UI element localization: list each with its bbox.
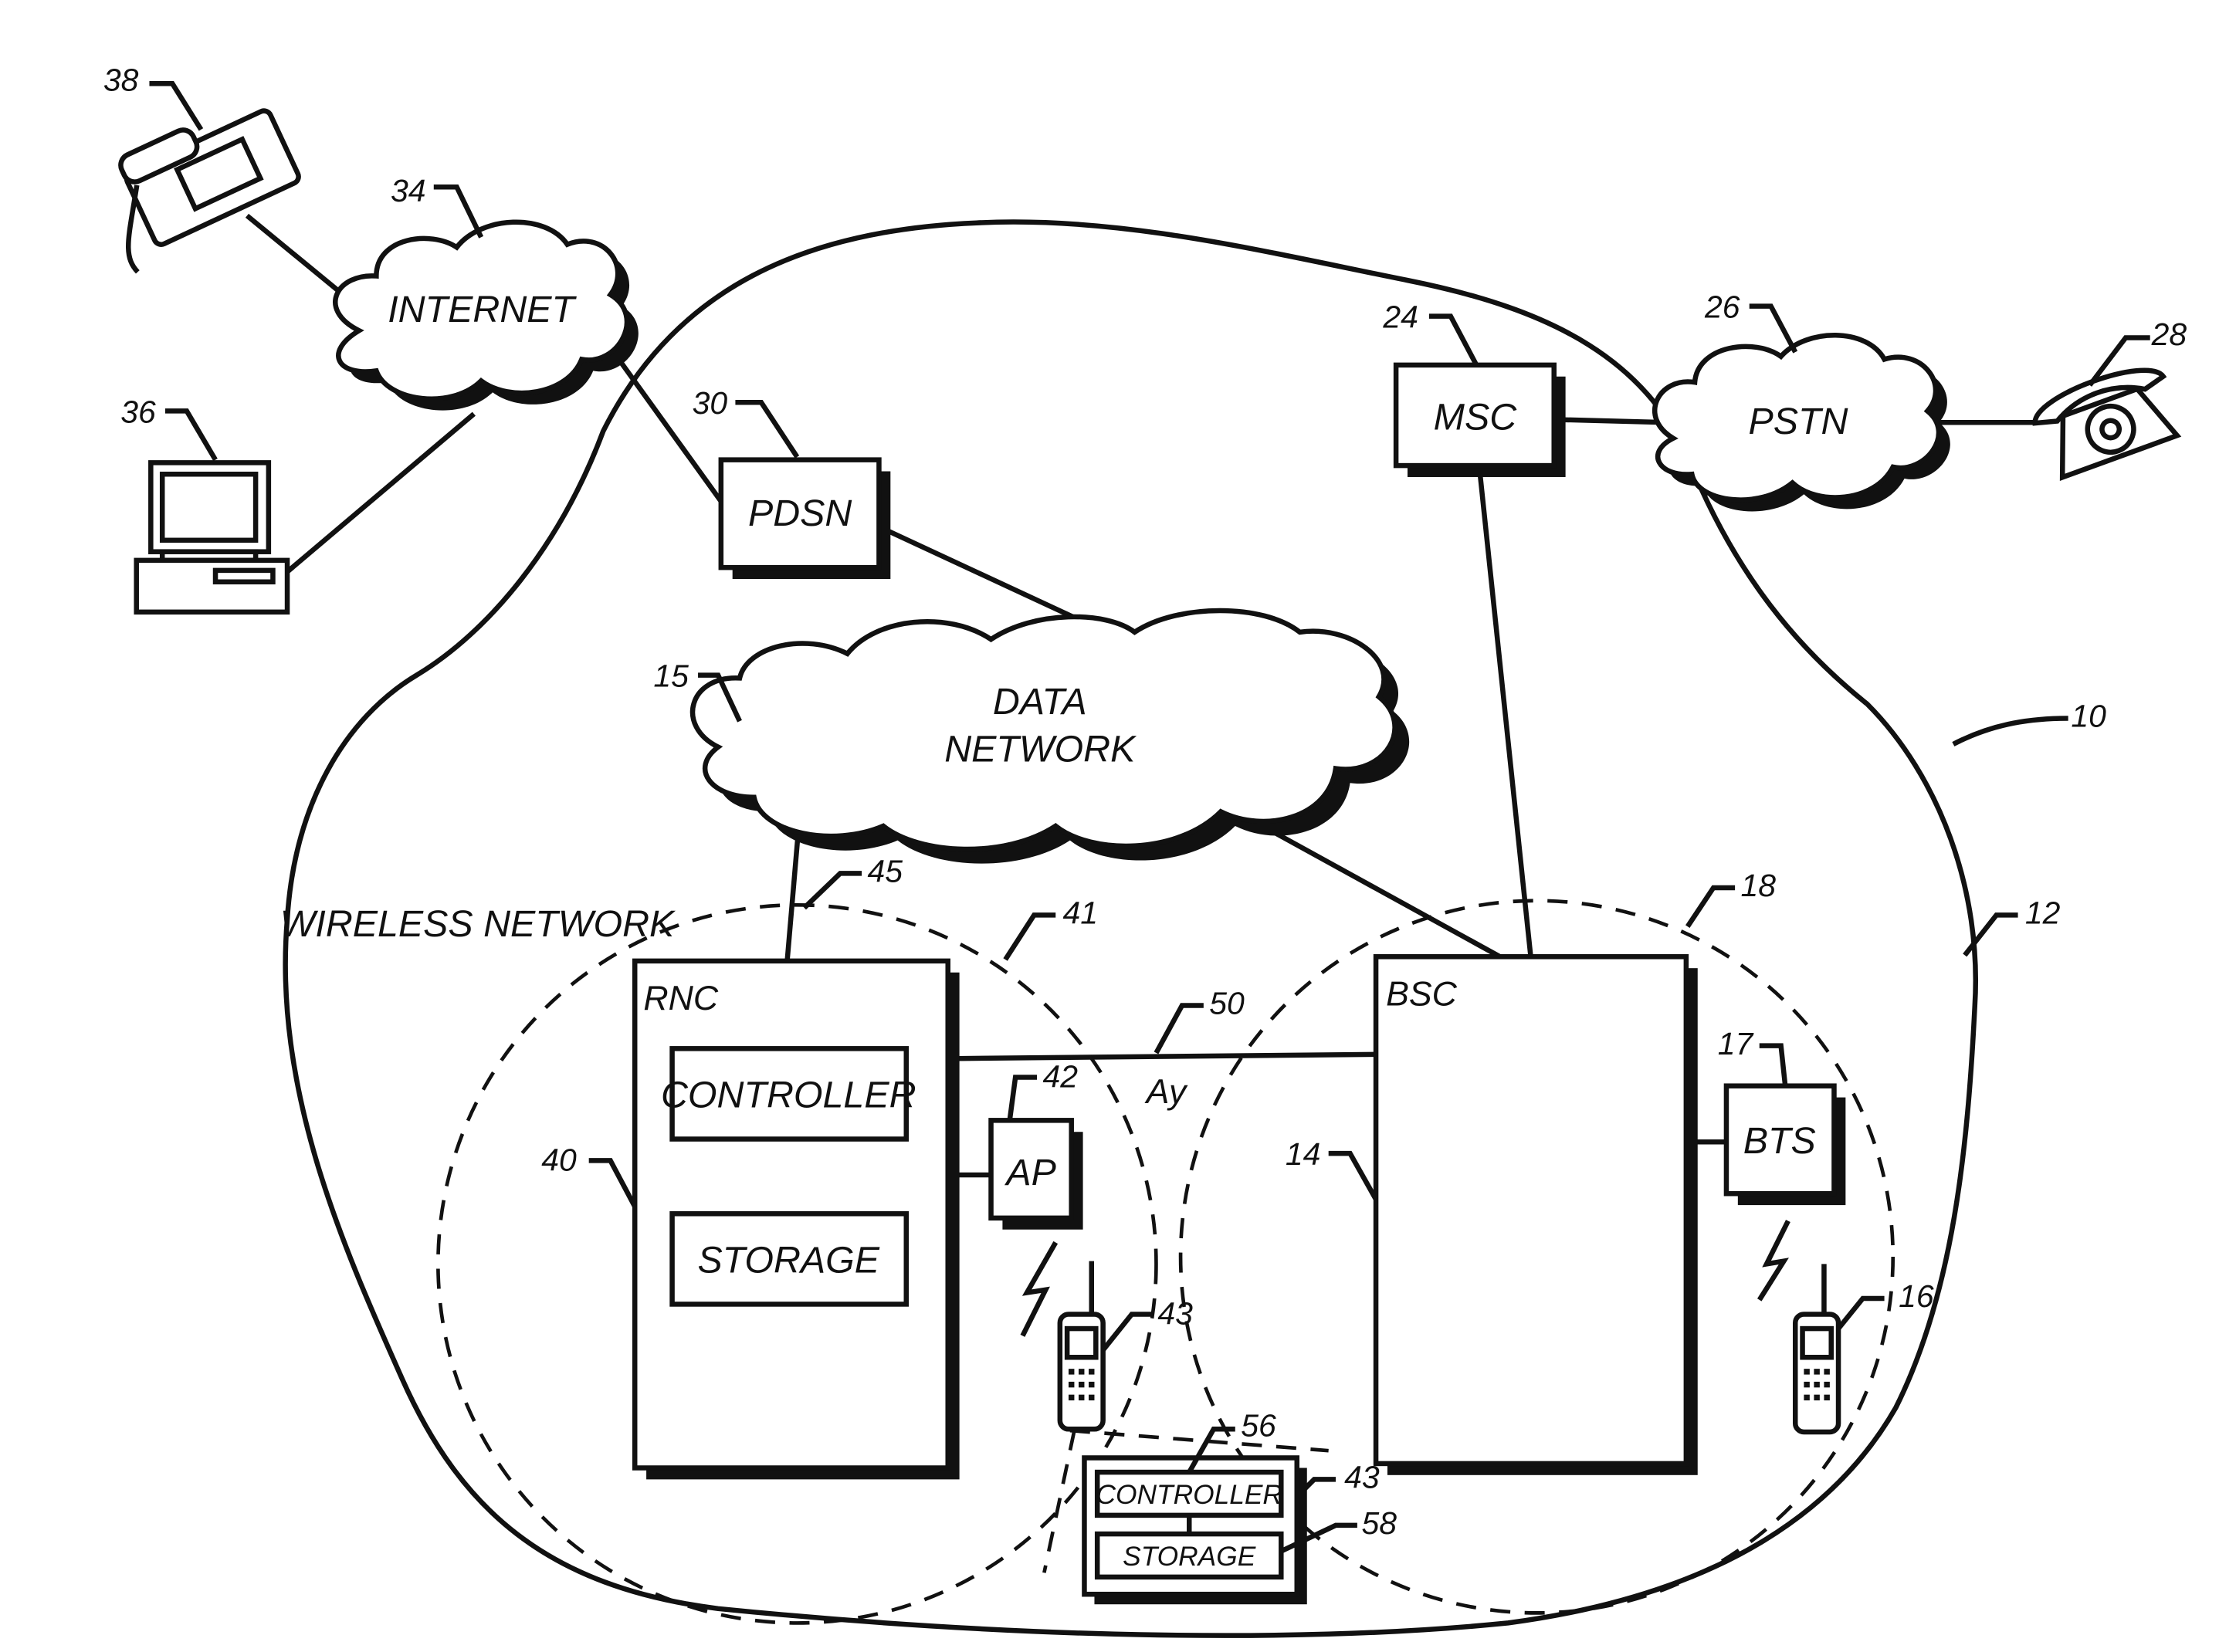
ref-10: 10 — [2071, 699, 2106, 734]
computer-icon — [137, 462, 287, 611]
wireless-network-label: WIRELESS NETWORK — [280, 903, 676, 945]
ref-43-device: 43 — [1344, 1460, 1380, 1495]
ref-45: 45 — [868, 854, 903, 889]
rnc-box — [635, 961, 959, 1480]
ref-38: 38 — [103, 63, 139, 98]
ref-15: 15 — [653, 658, 689, 694]
rotary-phone-icon — [2028, 358, 2183, 479]
mobile-phone-43-icon — [1060, 1261, 1103, 1430]
ref-24: 24 — [1382, 300, 1418, 335]
device-controller-label: CONTROLLER — [1096, 1480, 1282, 1510]
ref-58: 58 — [1361, 1505, 1397, 1541]
pstn-label: PSTN — [1748, 401, 1848, 442]
ref-17: 17 — [1718, 1026, 1755, 1061]
bsc-box — [1376, 956, 1698, 1475]
wireless-link-ap — [1022, 1242, 1055, 1335]
ref-28: 28 — [2151, 317, 2187, 352]
desk-phone-icon — [90, 93, 307, 273]
ref-43-phone: 43 — [1157, 1295, 1193, 1331]
pdsn-label: PDSN — [748, 493, 852, 534]
rnc-label: RNC — [643, 980, 718, 1017]
ref-16: 16 — [1899, 1278, 1934, 1314]
ref-50: 50 — [1209, 986, 1245, 1021]
storage-label: STORAGE — [697, 1240, 879, 1281]
data-network-label-line2: NETWORK — [944, 728, 1137, 770]
controller-label: CONTROLLER — [661, 1075, 916, 1116]
ref-14: 14 — [1286, 1136, 1321, 1172]
bsc-label: BSC — [1386, 976, 1458, 1014]
msc-label: MSC — [1434, 397, 1518, 438]
ref-40: 40 — [541, 1142, 577, 1177]
ref-34: 34 — [391, 173, 426, 208]
ref-12: 12 — [2025, 895, 2061, 930]
device-storage-label: STORAGE — [1123, 1542, 1256, 1572]
ref-42: 42 — [1043, 1059, 1079, 1095]
ref-18: 18 — [1741, 868, 1777, 903]
internet-label: INTERNET — [388, 289, 577, 330]
wireless-link-bts — [1760, 1221, 1788, 1300]
ref-41: 41 — [1063, 895, 1099, 930]
data-network-label-line1: DATA — [993, 681, 1087, 723]
bts-label: BTS — [1743, 1120, 1816, 1162]
ref-56: 56 — [1241, 1408, 1276, 1444]
mobile-phone-16-icon — [1795, 1264, 1838, 1432]
ref-30: 30 — [693, 385, 728, 421]
ref-36: 36 — [120, 394, 156, 429]
ay-label: Ay — [1144, 1073, 1188, 1111]
ref-26: 26 — [1704, 289, 1740, 324]
ap-label: AP — [1004, 1152, 1056, 1193]
